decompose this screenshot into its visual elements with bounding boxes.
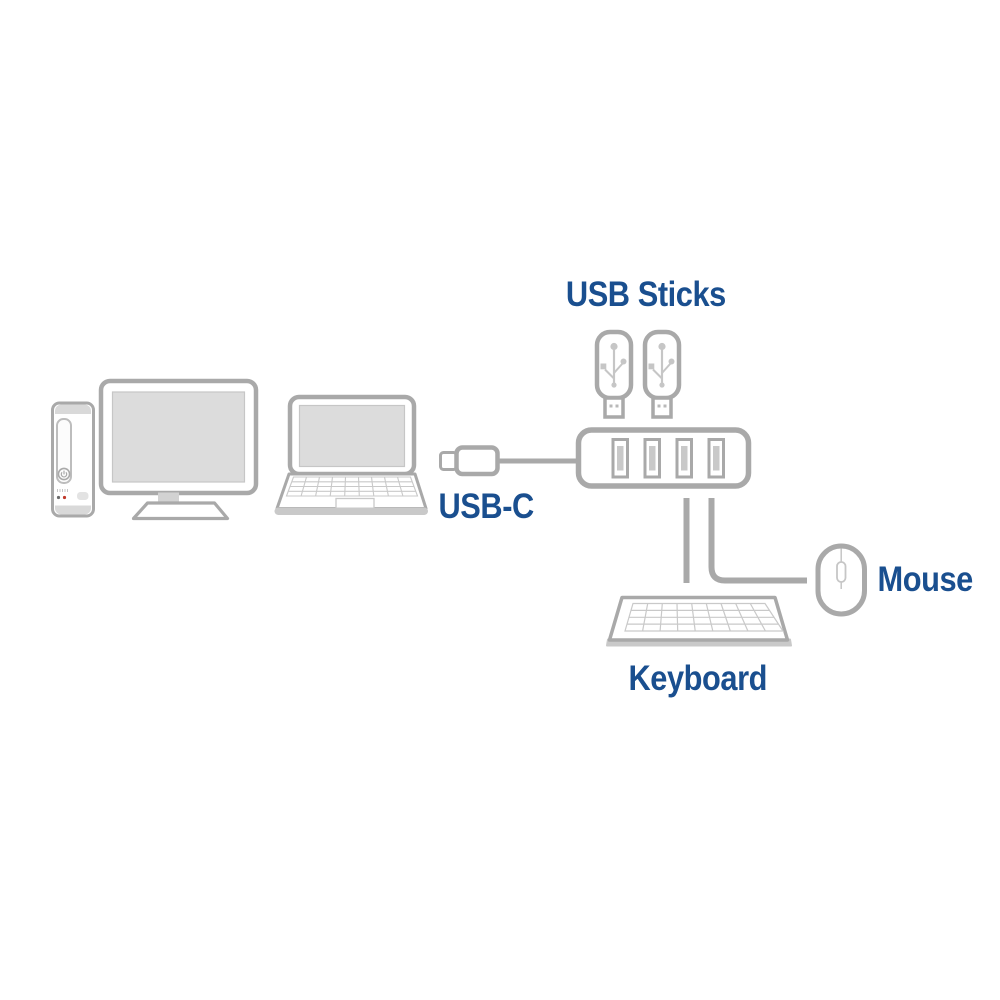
usb-trident-symbol [600, 342, 627, 388]
led-red [62, 495, 67, 500]
mouse-label: Mouse [877, 560, 973, 599]
keyboard-label: Keyboard [628, 659, 768, 698]
keyboard-icon [606, 595, 792, 647]
laptop-key-grid [285, 476, 419, 497]
drive-button [77, 492, 89, 500]
usb-port-3 [675, 438, 693, 479]
desktop-tower-icon [51, 401, 95, 518]
usb-c-plug-icon [439, 445, 582, 477]
power-button-icon [57, 467, 71, 481]
usb-port-2 [643, 438, 661, 479]
usb-sticks-label: USB Sticks [566, 275, 726, 314]
usb-trident-symbol [648, 342, 675, 388]
vent-marks [57, 489, 68, 492]
usb-hub-icon [575, 427, 752, 489]
usb-stick-icon [642, 329, 682, 419]
usb-c-label: USB-C [438, 487, 534, 526]
mouse-cable [708, 498, 807, 584]
laptop-icon [274, 394, 428, 515]
laptop-screen [298, 404, 406, 468]
keyboard-key-grid [624, 602, 785, 632]
usb-port-4 [707, 438, 725, 479]
usb-stick-icon [594, 329, 634, 419]
monitor-icon [98, 378, 259, 521]
led-dark [56, 495, 61, 500]
usb-port-1 [611, 438, 629, 479]
mouse-icon [815, 543, 867, 617]
monitor-screen [111, 391, 246, 483]
